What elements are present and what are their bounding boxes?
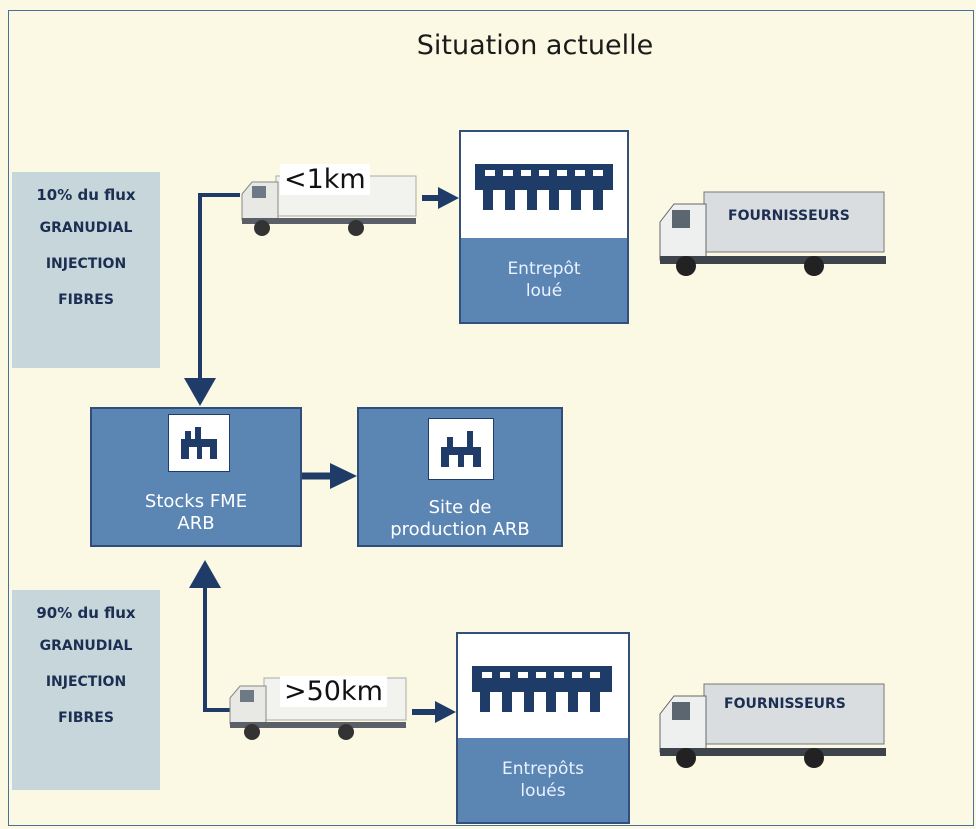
warehouse-top-label: Entrepôt loué — [461, 238, 627, 322]
warehouse-top-line-2: loué — [525, 281, 563, 301]
truck-icon — [656, 188, 894, 284]
warehouse-bottom-label: Entrepôts loués — [458, 738, 628, 822]
flux-box-bottom: 90% du flux GRANUDIAL INJECTION FIBRES — [12, 590, 160, 790]
arrow-top-to-stocks — [198, 193, 240, 385]
factory-icon — [428, 418, 494, 480]
arrowhead-production — [330, 463, 357, 489]
warehouse-bottom: Entrepôts loués — [456, 632, 630, 824]
production-line-2: production ARB — [390, 519, 530, 540]
flux-box-top: 10% du flux GRANUDIAL INJECTION FIBRES — [12, 172, 160, 368]
distance-label-bottom: >50km — [280, 676, 387, 707]
production-line-1: Site de — [428, 497, 492, 518]
product-granudial: GRANUDIAL — [39, 220, 133, 236]
truck-icon — [656, 680, 894, 776]
arrowhead-bottom — [189, 560, 221, 588]
warehouse-icon — [475, 164, 615, 216]
product-granudial: GRANUDIAL — [39, 638, 133, 654]
warehouse-icon — [472, 666, 614, 718]
warehouse-top: Entrepôt loué — [459, 130, 629, 324]
arrowhead-warehouse-top — [438, 187, 459, 209]
arrowhead-warehouse-bottom — [435, 701, 456, 723]
product-fibres: FIBRES — [58, 710, 114, 726]
arrow-bottom-to-stocks — [203, 585, 230, 712]
flux-percent-bottom: 90% du flux — [36, 604, 136, 622]
product-injection: INJECTION — [45, 674, 127, 690]
warehouse-top-line-1: Entrepôt — [507, 259, 581, 279]
page-title: Situation actuelle — [416, 30, 654, 61]
warehouse-bottom-line-2: loués — [520, 781, 566, 801]
stocks-line-2: ARB — [177, 513, 215, 534]
factory-icon — [168, 414, 230, 472]
stocks-line-1: Stocks FME — [144, 491, 248, 512]
flux-percent-top: 10% du flux — [36, 186, 136, 204]
supplier-label-bottom: FOURNISSEURS — [724, 696, 846, 712]
supplier-label-top: FOURNISSEURS — [728, 208, 850, 224]
distance-label-top: <1km — [280, 164, 370, 195]
product-injection: INJECTION — [45, 256, 127, 272]
warehouse-bottom-line-1: Entrepôts — [502, 759, 584, 779]
stocks-fme-box: Stocks FME ARB — [90, 407, 302, 547]
arrowhead-top — [184, 378, 216, 406]
product-fibres: FIBRES — [58, 292, 114, 308]
